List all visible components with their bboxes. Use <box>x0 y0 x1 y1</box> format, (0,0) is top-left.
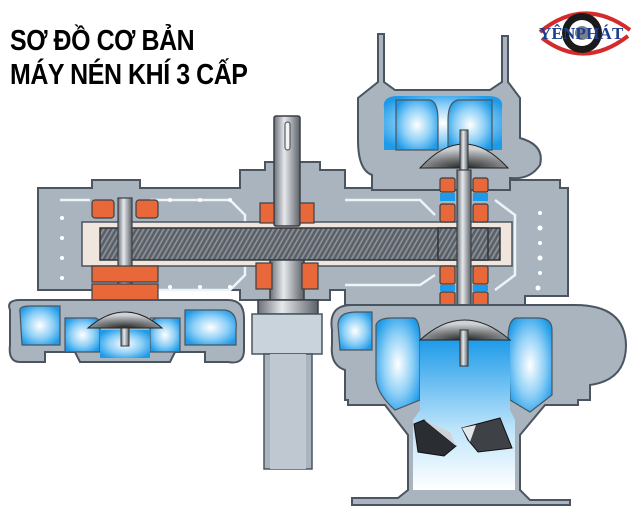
pinion-seals <box>440 193 488 291</box>
stage-3-compressor <box>330 304 628 506</box>
title-line-2: MÁY NÉN KHÍ 3 CẤP <box>10 59 248 91</box>
title-line-1: SƠ ĐỒ CƠ BẢN <box>10 25 195 57</box>
logo-text: YÊNPHÁT <box>539 24 624 43</box>
input-drive-shaft <box>251 115 323 470</box>
yen-phat-logo: YÊNPHÁT <box>534 2 636 62</box>
logo-eye-icon <box>538 11 632 56</box>
input-shaft-bearings <box>255 202 319 290</box>
stage-2-compressor <box>357 33 542 191</box>
stage-1-bearings <box>91 199 159 307</box>
inlet-guide-vanes <box>413 417 513 457</box>
pinion-shaft-high-speed <box>439 169 489 311</box>
bull-gear <box>99 227 501 261</box>
stage-1-compressor <box>8 197 245 364</box>
pinion-bearings <box>439 177 489 307</box>
diagram-title: SƠ ĐỒ CƠ BẢN MÁY NÉN KHÍ 3 CẤP <box>10 24 248 92</box>
